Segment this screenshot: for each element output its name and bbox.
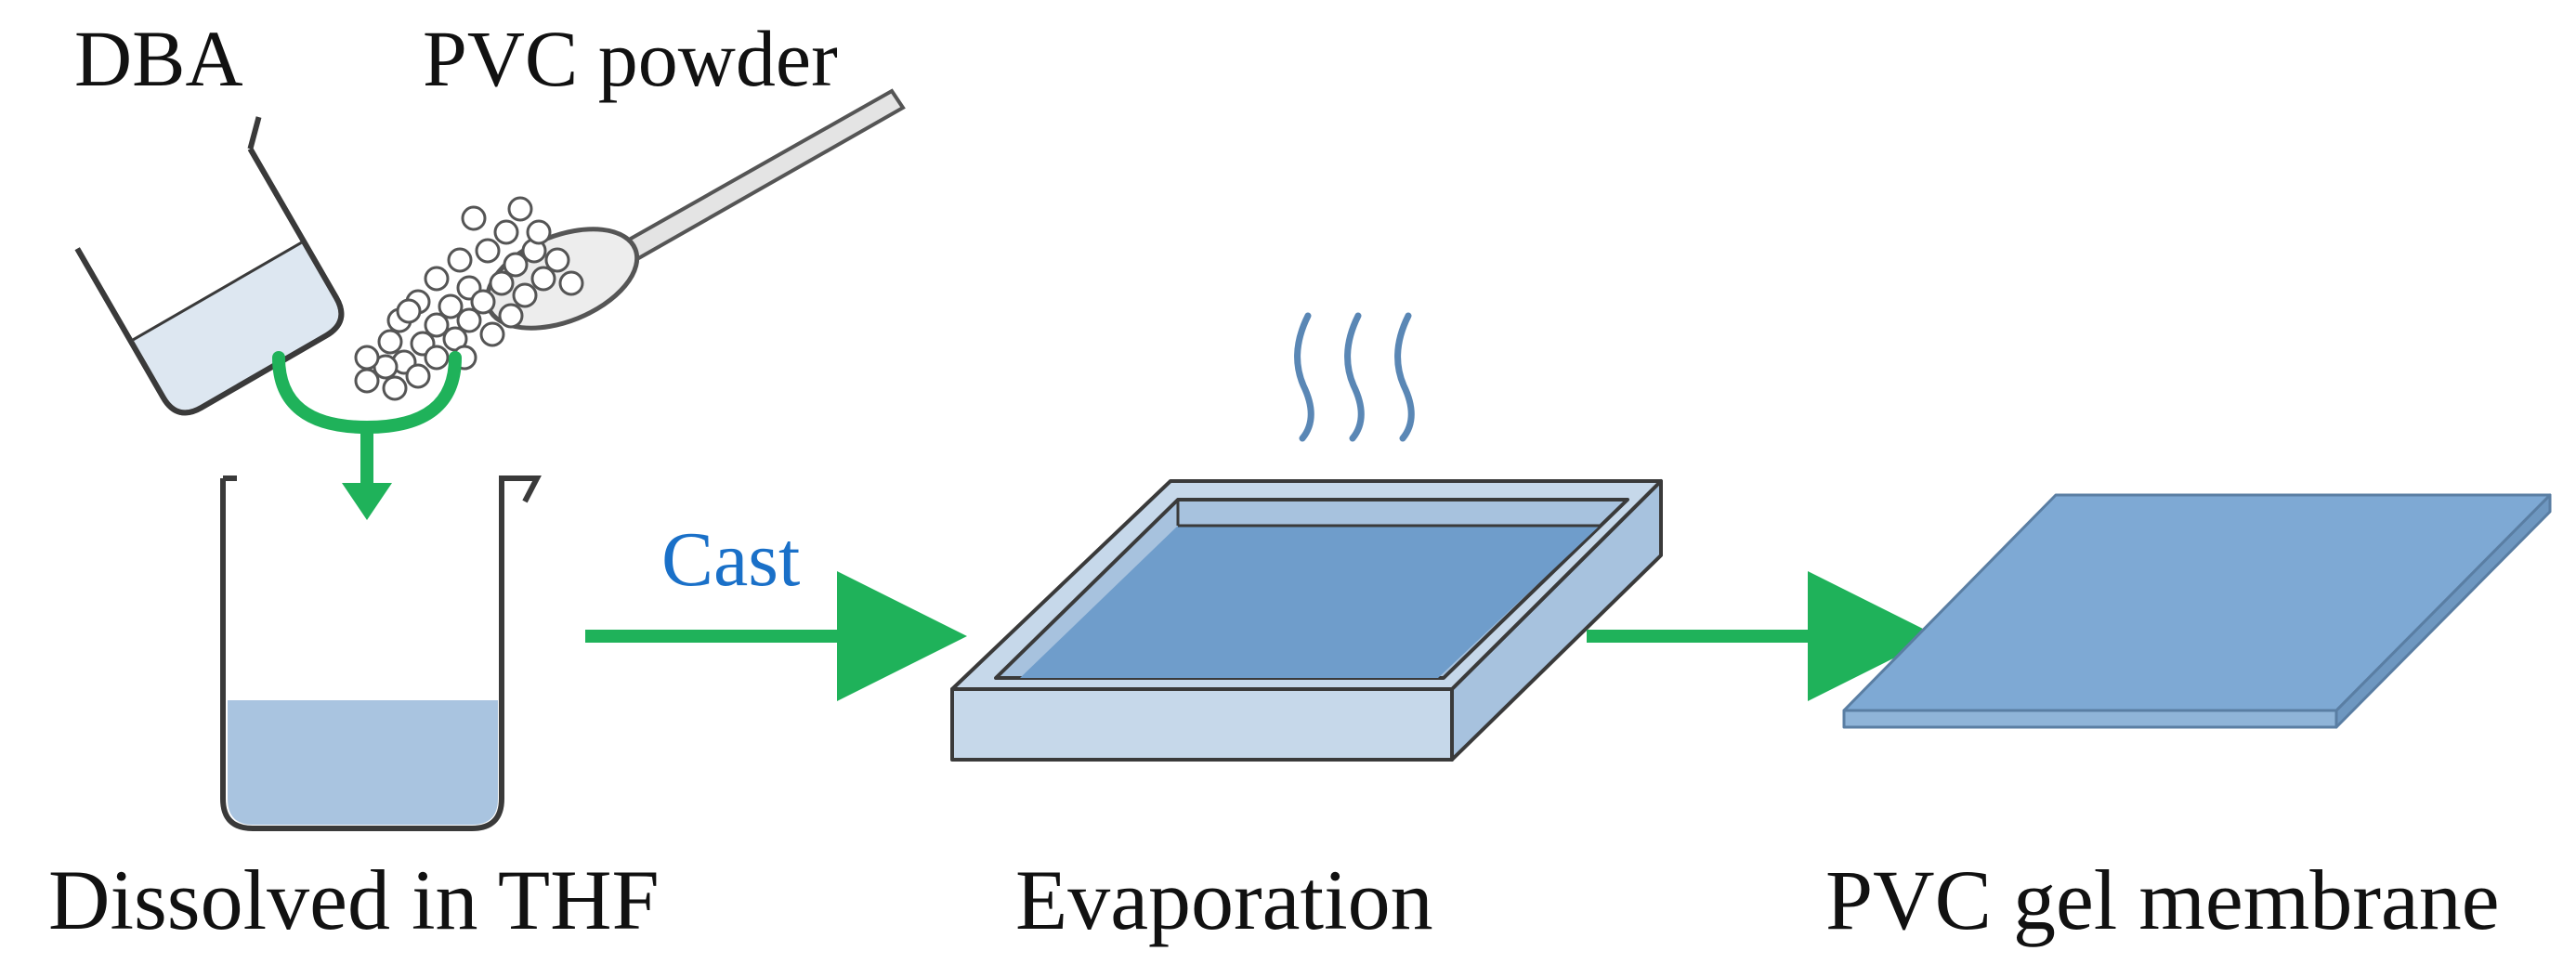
powder-particle [544,247,570,273]
membrane-label: PVC gel membrane [1825,853,2500,947]
powder-particle [507,196,533,222]
powder-particle [470,289,496,315]
merge-arrow [272,351,462,520]
powder-particle [526,219,552,245]
spoon-icon [484,88,906,331]
powder-particle [479,321,505,347]
beaker-icon [220,475,542,831]
powder-particle [475,238,501,264]
membrane-sheet-icon [1842,493,2552,729]
powder-particle [382,375,408,401]
powder-particle [438,293,464,319]
powder-particle [498,303,524,329]
dba-label: DBA [74,14,243,103]
powder-particle [396,298,422,324]
cast-label: Cast [661,516,800,603]
powder-particle [424,345,450,371]
powder-particle [354,345,380,371]
steam-icon [1294,312,1415,442]
powder-particle [405,363,431,389]
powder-particle [424,312,450,338]
powder-particle [461,205,487,231]
powder-particle [503,252,529,278]
powder-particle [424,266,450,292]
powder-particle [530,266,556,292]
powder-particle [493,219,519,245]
dissolved-label: Dissolved in THF [48,853,660,947]
powder-particle [489,270,515,296]
pvc-powder-label: PVC powder [423,14,838,103]
powder-particle [558,270,584,296]
powder-particles-icon [354,196,584,401]
casting-tray-icon [950,479,1663,762]
powder-particle [447,247,473,273]
powder-particle [456,307,482,333]
powder-particle [354,368,380,394]
tilted-beaker-icon [74,116,345,416]
evaporation-label: Evaporation [1015,853,1433,947]
powder-particle [377,329,403,355]
powder-particle [512,282,538,308]
